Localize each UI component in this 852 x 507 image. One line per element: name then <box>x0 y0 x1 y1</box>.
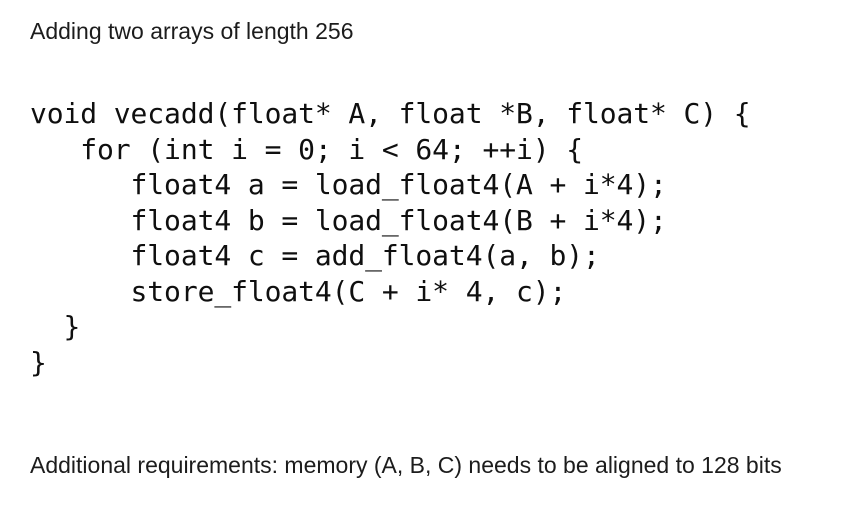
code-line: } <box>30 310 81 343</box>
code-line: for (int i = 0; i < 64; ++i) { <box>30 132 583 166</box>
code-line: float4 b = load_float4(B + i*4); <box>30 203 667 237</box>
code-line: float4 c = add_float4(a, b); <box>30 239 600 272</box>
code-line: void vecadd(float* A, float *B, float* C… <box>30 97 751 130</box>
code-line: float4 a = load_float4(A + i*4); <box>30 168 667 201</box>
code-block: void vecadd(float* A, float *B, float* C… <box>30 96 751 380</box>
code-line: store_float4(C + i* 4, c); <box>30 274 567 308</box>
code-line: } <box>30 345 47 379</box>
slide-title: Adding two arrays of length 256 <box>30 18 354 44</box>
slide-footnote: Additional requirements: memory (A, B, C… <box>30 452 782 478</box>
